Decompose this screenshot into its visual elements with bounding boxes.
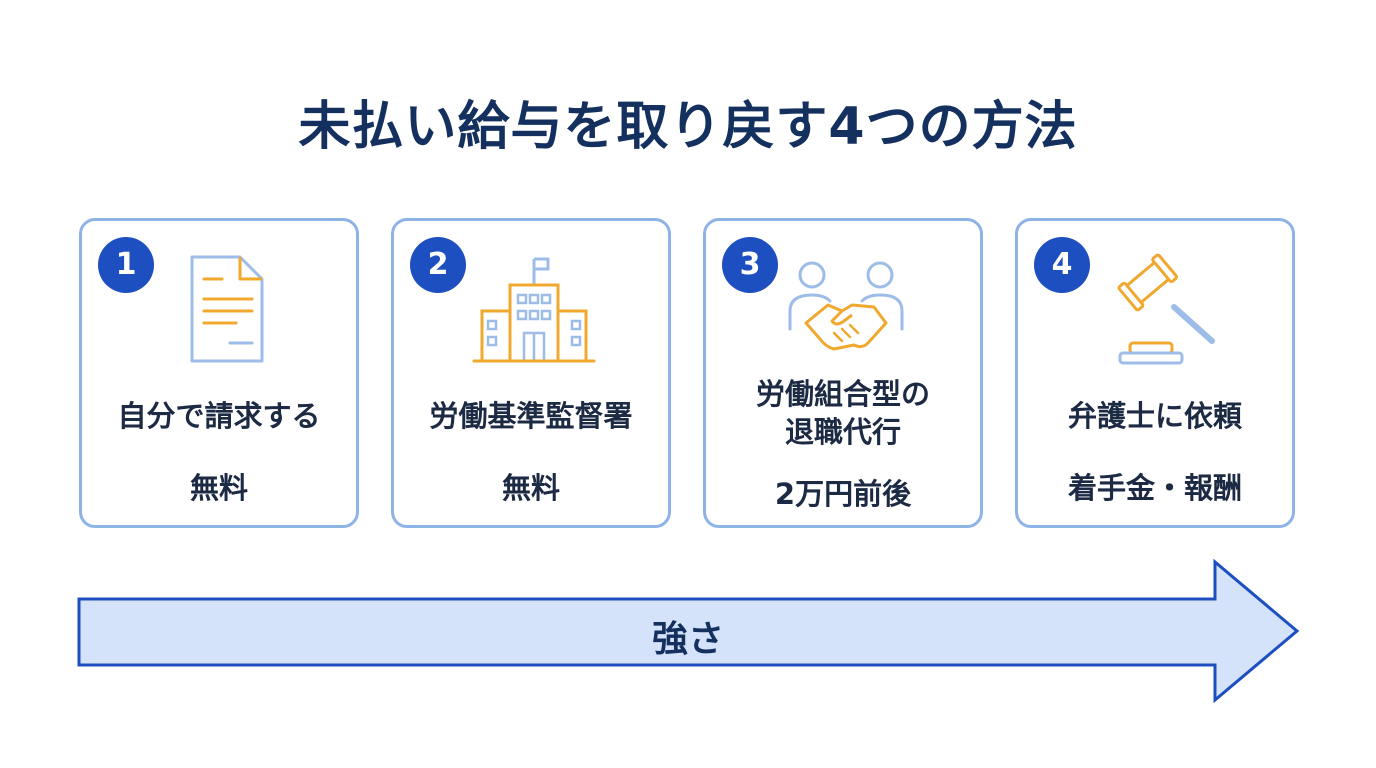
method-name: 労働組合型の 退職代行 — [706, 375, 980, 451]
method-cost: 2万円前後 — [774, 477, 912, 511]
building-icon — [472, 257, 596, 363]
method-name: 自分で請求する — [117, 399, 321, 433]
method-card-3: 3 労働組合型の 退職代行 2万円前後 — [703, 218, 983, 528]
method-cost: 無料 — [189, 471, 248, 505]
method-cost: 着手金・報酬 — [1067, 471, 1242, 505]
gavel-icon — [1117, 253, 1215, 365]
method-card-4: 4 弁護士に依頼 着手金・報酬 — [1015, 218, 1295, 528]
method-name: 弁護士に依頼 — [1067, 399, 1242, 433]
method-card-2: 2 労働基準監督署 無料 — [391, 218, 671, 528]
document-icon — [190, 255, 264, 363]
method-name: 労働基準監督署 — [429, 399, 633, 433]
step-number-badge: 2 — [410, 237, 466, 293]
method-name-line-2: 退職代行 — [784, 415, 901, 449]
step-number-badge: 3 — [722, 237, 778, 293]
strength-arrow-label: 強さ — [651, 619, 724, 660]
handshake-icon — [788, 261, 904, 351]
page-title: 未払い給与を取り戻す4つの方法 — [298, 97, 1078, 157]
method-name-line-1: 労働組合型の — [755, 377, 930, 411]
method-card-1: 1 自分で請求する 無料 — [79, 218, 359, 528]
method-cost: 無料 — [501, 471, 560, 505]
step-number-badge: 1 — [98, 237, 154, 293]
step-number-badge: 4 — [1034, 237, 1090, 293]
